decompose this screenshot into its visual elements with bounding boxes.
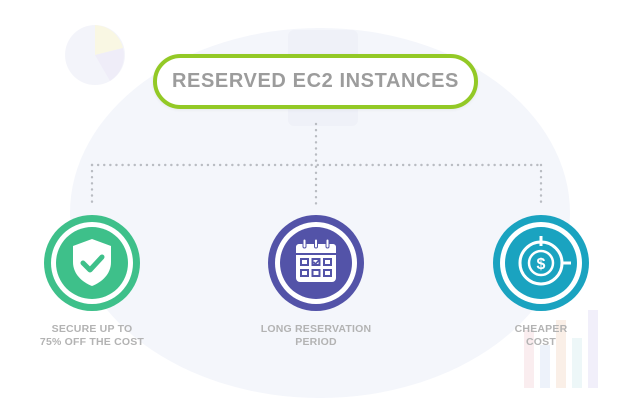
svg-text:$: $	[537, 256, 546, 273]
diagram-title: RESERVED EC2 INSTANCES	[172, 70, 459, 92]
dollar-chart-icon: $	[493, 215, 589, 311]
decorative-bars-icon	[524, 310, 598, 388]
feature-label-reservation: LONG RESERVATION PERIOD	[260, 323, 372, 348]
decorative-pie-icon	[65, 25, 125, 85]
title-box: RESERVED EC2 INSTANCES	[153, 54, 478, 109]
feature-label-cheaper: CHEAPER COST	[514, 323, 568, 348]
feature-label-secure: SECURE UP TO 75% OFF THE COST	[39, 323, 145, 348]
shield-check-icon	[44, 215, 140, 311]
calendar-icon	[268, 215, 364, 311]
